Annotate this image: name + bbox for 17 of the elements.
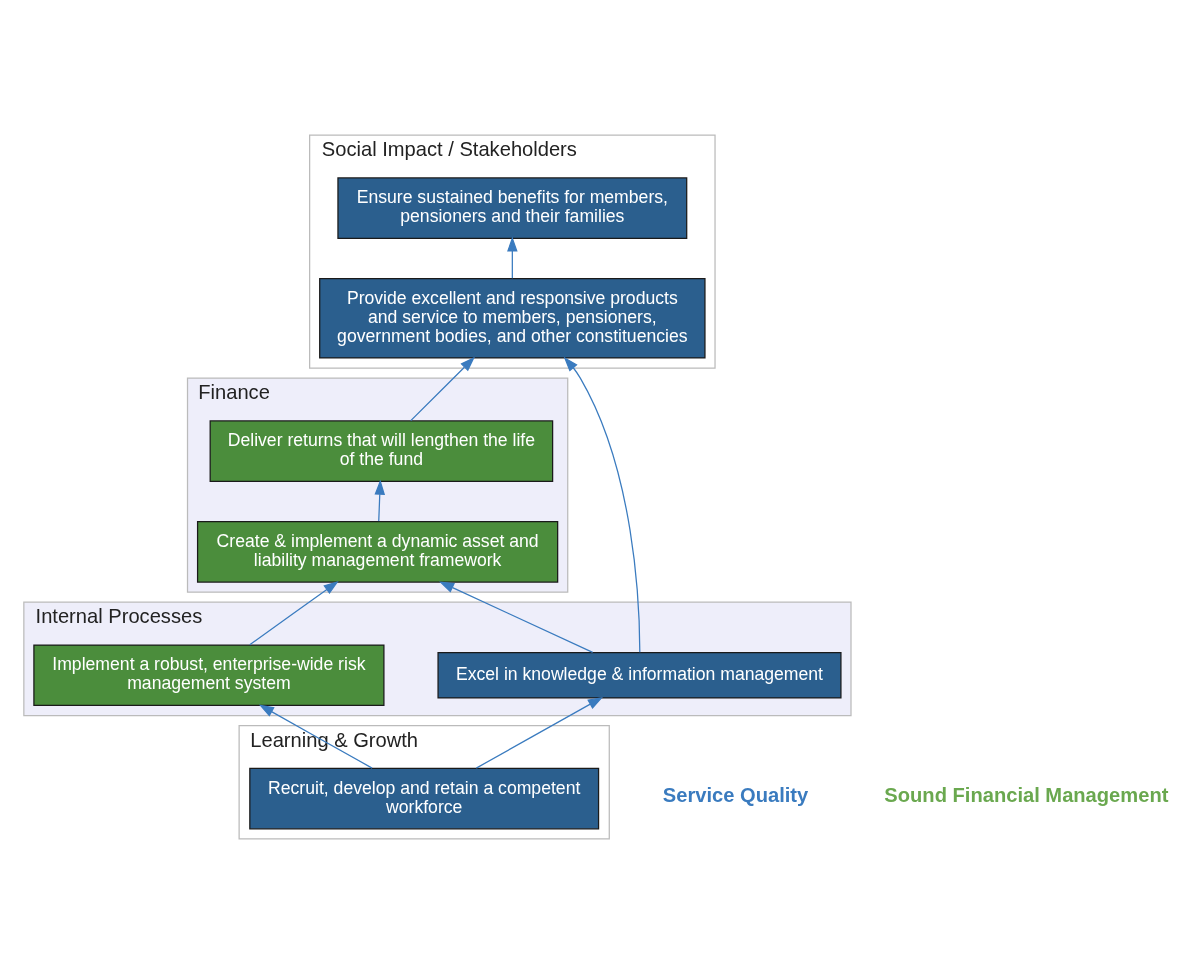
arrow xyxy=(563,356,641,653)
node-box: Provide excellent and responsive products and service to members, pensioners, government bodies, and other constituencies xyxy=(319,278,706,359)
arrow xyxy=(258,704,373,769)
node-box: Deliver returns that will lengthen the life of the fund xyxy=(209,420,554,482)
label: Service Quality xyxy=(662,784,809,807)
arrow xyxy=(507,236,518,279)
arrow xyxy=(439,581,594,653)
node-box: Recruit, develop and retain a competent workforce xyxy=(249,767,600,830)
node-box: Create & implement a dynamic asset and liability management framework xyxy=(196,521,559,583)
arrow xyxy=(410,356,475,422)
label: Sound Financial Management xyxy=(884,784,1169,807)
arrow xyxy=(374,479,386,522)
arrow xyxy=(249,580,339,646)
arrow xyxy=(475,696,604,769)
node-box: Ensure sustained benefits for members, pensioners and their families xyxy=(337,177,688,239)
node-box: Excel in knowledge & information management xyxy=(437,651,842,699)
node-box: Implement a robust, enterprise-wide risk management system xyxy=(33,644,385,707)
